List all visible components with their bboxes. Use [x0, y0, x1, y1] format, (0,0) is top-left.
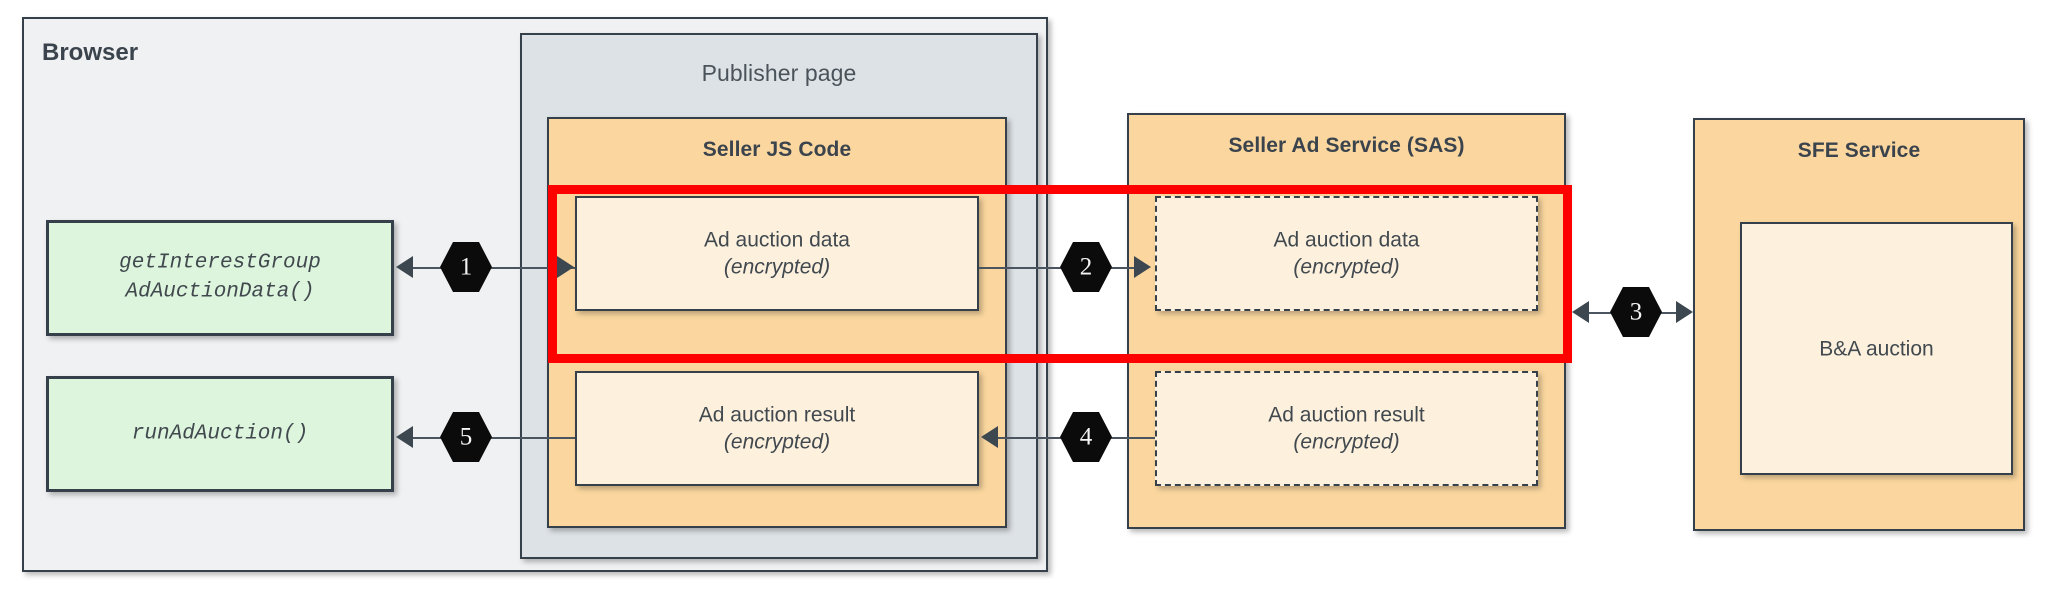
connector-step-1 — [410, 267, 575, 269]
step-marker-4: 4 — [1060, 412, 1112, 462]
connector-step-5 — [410, 437, 575, 439]
highlight-rectangle — [548, 185, 1572, 363]
step-number: 2 — [1079, 253, 1093, 281]
arrow-step-3-left — [1572, 301, 1589, 323]
box-line-2: (encrypted) — [723, 430, 831, 454]
seller-ad-service-title: Seller Ad Service (SAS) — [1228, 134, 1465, 157]
api-label: runAdAuction() — [131, 422, 309, 446]
seller-js-ad-auction-result-box[interactable]: Ad auction result (encrypted) — [575, 371, 979, 486]
arrow-step-4-left — [981, 426, 998, 448]
box-line-1: Ad auction result — [1268, 403, 1425, 427]
arrow-step-3-right — [1676, 301, 1693, 323]
box-text: Ad auction result (encrypted) — [577, 401, 977, 456]
step-number: 5 — [459, 423, 473, 451]
box-line-1: Ad auction data — [704, 228, 850, 252]
step-marker-3: 3 — [1610, 287, 1662, 337]
box-line-1: Ad auction data — [1273, 228, 1420, 252]
sfe-service-title: SFE Service — [1797, 139, 1921, 162]
box-line-2: (encrypted) — [1293, 430, 1400, 454]
publisher-page-title: Publisher page — [701, 60, 857, 86]
arrow-step-2-right — [1134, 256, 1151, 278]
step-number: 3 — [1629, 298, 1643, 326]
seller-js-ad-auction-data-box[interactable]: Ad auction data (encrypted) — [575, 196, 979, 311]
sas-ad-auction-result-box[interactable]: Ad auction result (encrypted) — [1155, 371, 1538, 486]
step-number: 4 — [1079, 423, 1093, 451]
api-label: getInterestGroup AdAuctionData() — [119, 251, 321, 304]
box-text: Ad auction data (encrypted) — [1157, 226, 1536, 281]
get-interest-group-ad-auction-data-api[interactable]: getInterestGroup AdAuctionData() — [46, 220, 394, 336]
box-text: Ad auction result (encrypted) — [1157, 401, 1536, 456]
arrow-step-5-left — [396, 426, 413, 448]
box-line-2: (encrypted) — [723, 255, 831, 279]
run-ad-auction-api[interactable]: runAdAuction() — [46, 376, 394, 492]
box-line-2: (encrypted) — [1293, 255, 1400, 279]
box-text: Ad auction data (encrypted) — [577, 226, 977, 281]
browser-title: Browser — [42, 39, 139, 66]
seller-js-code-title: Seller JS Code — [702, 138, 852, 161]
arrow-step-1-left — [396, 256, 413, 278]
sas-ad-auction-data-box[interactable]: Ad auction data (encrypted) — [1155, 196, 1538, 311]
box-text: B&A auction — [1819, 336, 1934, 360]
sfe-bna-auction-box[interactable]: B&A auction — [1740, 222, 2013, 475]
arrow-step-1-right — [557, 256, 574, 278]
step-number: 1 — [459, 253, 473, 281]
box-line-1: Ad auction result — [698, 403, 856, 427]
